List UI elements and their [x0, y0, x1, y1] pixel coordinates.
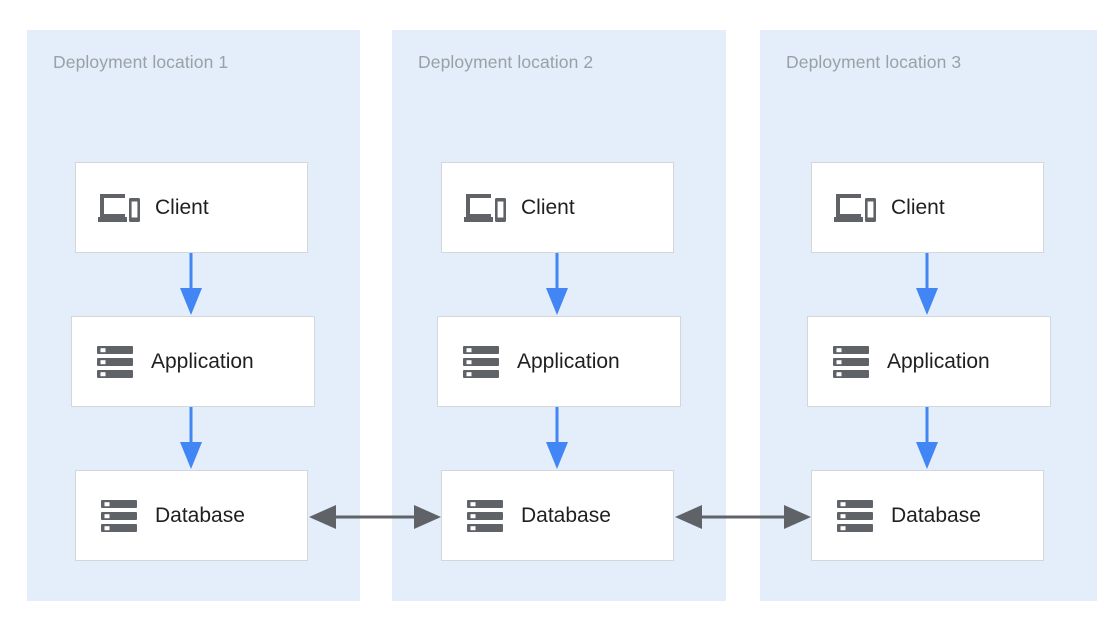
panel-title-2: Deployment location 2 — [418, 52, 594, 72]
server-icon — [459, 340, 503, 384]
devices-icon — [97, 186, 141, 230]
server-icon — [93, 340, 137, 384]
node-client-2[interactable]: Client — [441, 162, 674, 253]
node-label-client-1: Client — [155, 195, 209, 219]
panel-title-3: Deployment location 3 — [786, 52, 962, 72]
node-database-2[interactable]: Database — [441, 470, 674, 561]
node-label-database-1: Database — [155, 503, 245, 527]
node-label-database-3: Database — [891, 503, 981, 527]
server-icon — [463, 494, 507, 538]
server-icon — [829, 340, 873, 384]
node-client-3[interactable]: Client — [811, 162, 1044, 253]
node-client-1[interactable]: Client — [75, 162, 308, 253]
node-label-application-1: Application — [151, 349, 254, 373]
server-icon — [833, 494, 877, 538]
node-label-client-2: Client — [521, 195, 575, 219]
node-application-1[interactable]: Application — [71, 316, 315, 407]
node-label-client-3: Client — [891, 195, 945, 219]
server-icon — [97, 494, 141, 538]
node-application-2[interactable]: Application — [437, 316, 681, 407]
node-database-1[interactable]: Database — [75, 470, 308, 561]
node-label-application-2: Application — [517, 349, 620, 373]
node-label-database-2: Database — [521, 503, 611, 527]
node-database-3[interactable]: Database — [811, 470, 1044, 561]
devices-icon — [833, 186, 877, 230]
devices-icon — [463, 186, 507, 230]
panel-title-1: Deployment location 1 — [53, 52, 229, 72]
node-application-3[interactable]: Application — [807, 316, 1051, 407]
node-label-application-3: Application — [887, 349, 990, 373]
